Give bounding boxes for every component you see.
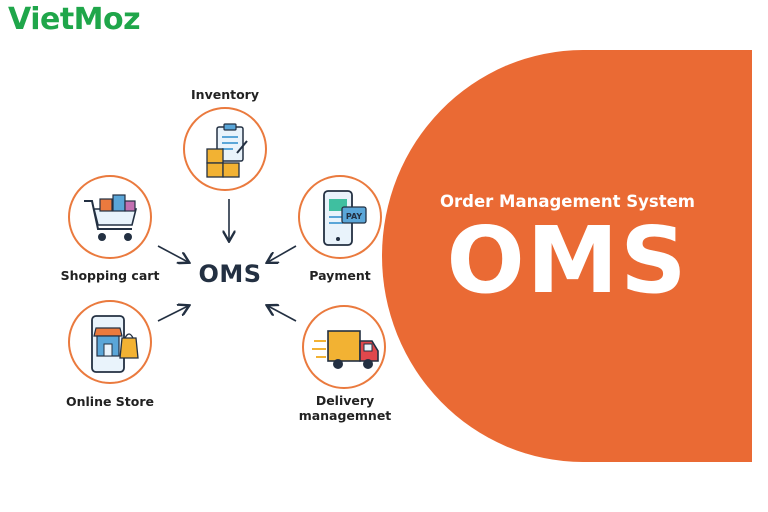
online-store-label: Online Store: [65, 394, 155, 409]
shopping-cart-node: [68, 175, 152, 259]
online-store-node: [68, 300, 152, 384]
arrow-payment: [268, 245, 297, 262]
shopping-cart-label: Shopping cart: [60, 268, 160, 283]
delivery-truck-icon: [312, 330, 379, 369]
arrow-shopping-cart: [157, 245, 188, 262]
panel-subtitle: Order Management System: [440, 192, 695, 211]
delivery-label-line2: managemnet: [298, 408, 392, 423]
center-oms-label: OMS: [198, 260, 262, 288]
inventory-label: Inventory: [191, 87, 259, 102]
panel-title: OMS: [446, 207, 689, 314]
svg-text:PAY: PAY: [346, 212, 363, 221]
delivery-label: Delivery managemnet: [290, 393, 400, 423]
mobile-store-icon: [91, 315, 139, 373]
phone-payment-icon: PAY: [323, 190, 367, 246]
payment-label: Payment: [309, 268, 371, 283]
payment-node: PAY: [298, 175, 382, 259]
inventory-node: [183, 107, 267, 191]
vietmoz-logo: VietMoz: [8, 2, 141, 37]
delivery-node: [302, 305, 386, 389]
delivery-label-line1: Delivery: [315, 393, 375, 408]
inventory-clipboard-boxes-icon: [206, 123, 248, 178]
arrow-online-store: [157, 306, 188, 322]
orange-panel: [382, 50, 752, 462]
arrow-delivery: [268, 306, 297, 322]
shopping-cart-icon: [84, 194, 138, 241]
